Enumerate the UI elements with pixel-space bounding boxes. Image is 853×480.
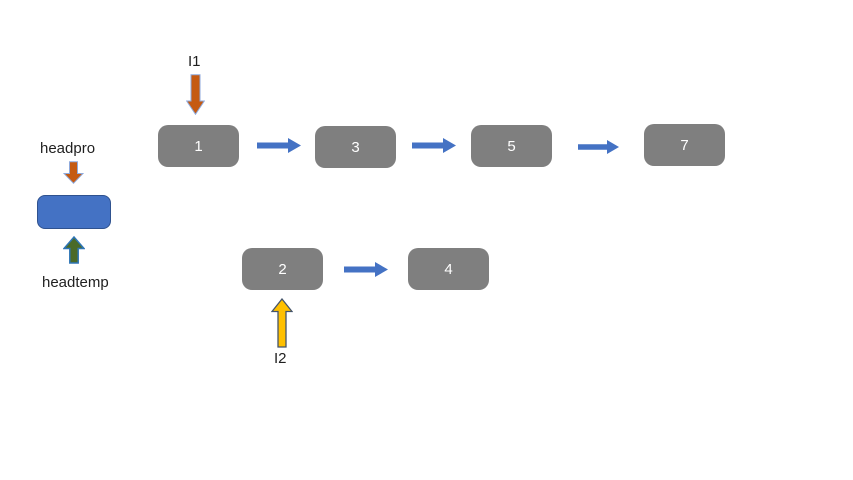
input2-up-arrow-icon xyxy=(271,298,293,348)
flow-arrow-1-to-3-icon xyxy=(257,138,301,153)
flow-node-2-label: 2 xyxy=(278,260,287,278)
flow-node-7-label: 7 xyxy=(680,136,689,154)
flow-node-3: 3 xyxy=(315,126,396,168)
headtemp-label: headtemp xyxy=(42,274,109,291)
flow-node-7: 7 xyxy=(644,124,725,166)
flow-node-5-label: 5 xyxy=(507,137,516,155)
headpro-label: headpro xyxy=(40,140,96,157)
headtemp-up-arrow-icon xyxy=(63,236,85,264)
legend-blue-rectangle xyxy=(37,195,111,229)
flow-arrow-5-to-7-icon xyxy=(578,140,619,154)
flow-arrow-2-to-4-icon xyxy=(344,262,388,277)
flow-node-3-label: 3 xyxy=(351,138,360,156)
input1-down-arrow-icon xyxy=(186,74,205,115)
flow-node-4: 4 xyxy=(408,248,489,290)
flow-node-1: 1 xyxy=(158,125,239,167)
input1-label: I1 xyxy=(188,53,201,70)
flow-arrow-3-to-5-icon xyxy=(412,138,456,153)
input2-label: I2 xyxy=(274,350,287,367)
flow-node-1-label: 1 xyxy=(194,137,203,155)
flow-node-4-label: 4 xyxy=(444,260,453,278)
flow-node-2: 2 xyxy=(242,248,323,290)
headpro-down-arrow-icon xyxy=(63,161,84,184)
flow-node-5: 5 xyxy=(471,125,552,167)
